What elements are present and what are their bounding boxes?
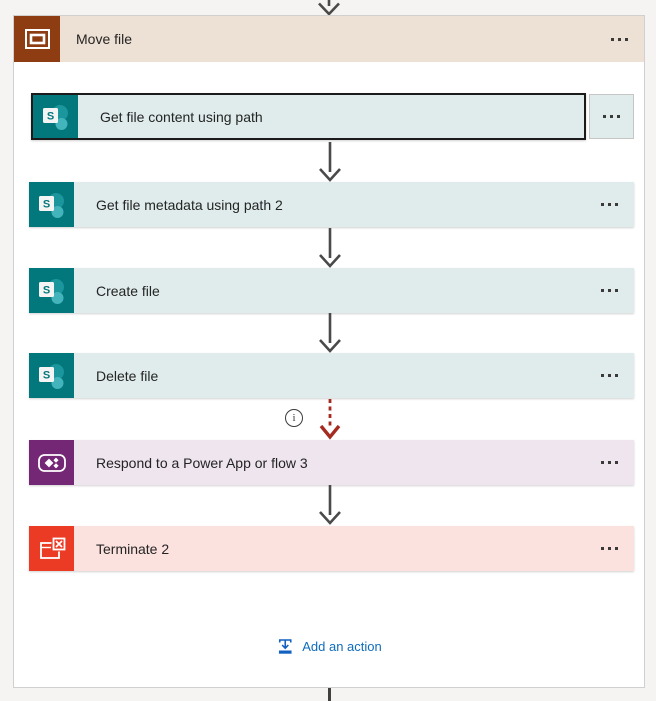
action-menu-button[interactable] xyxy=(599,455,620,470)
scope-icon xyxy=(14,16,60,62)
action-menu-button[interactable] xyxy=(599,541,620,556)
action-title: Terminate 2 xyxy=(96,540,170,557)
info-icon[interactable]: i xyxy=(285,409,303,427)
svg-text:S: S xyxy=(46,110,53,122)
action-card-create-file[interactable]: S Create file xyxy=(29,268,634,313)
action-title: Respond to a Power App or flow 3 xyxy=(96,454,308,471)
scope-move-file: Move file S Get file content using path xyxy=(13,15,645,688)
info-glyph: i xyxy=(292,411,296,424)
sharepoint-icon: S xyxy=(29,353,74,398)
action-menu-button[interactable] xyxy=(589,94,634,139)
scope-title-bar: Move file xyxy=(60,16,644,62)
action-title: Get file metadata using path 2 xyxy=(96,196,283,213)
scope-header[interactable]: Move file xyxy=(14,16,644,62)
powerapps-icon xyxy=(29,440,74,485)
connector-arrow-icon xyxy=(319,313,341,353)
action-menu-button[interactable] xyxy=(599,368,620,383)
connector-arrow-icon xyxy=(319,228,341,268)
scope-menu-button[interactable] xyxy=(609,32,630,47)
ellipsis-icon xyxy=(601,109,622,124)
add-action-button[interactable]: Add an action xyxy=(276,638,382,655)
sharepoint-icon: S xyxy=(33,95,78,138)
action-card-respond-to-a-power-app-or-flow-3[interactable]: Respond to a Power App or flow 3 xyxy=(29,440,634,485)
action-card-terminate-2[interactable]: Terminate 2 xyxy=(29,526,634,571)
action-title: Get file content using path xyxy=(100,108,263,125)
outgoing-connector-line xyxy=(328,688,331,701)
action-menu-button[interactable] xyxy=(599,283,620,298)
add-action-label: Add an action xyxy=(302,639,382,654)
action-title: Delete file xyxy=(96,367,159,384)
scope-title: Move file xyxy=(76,31,133,47)
sharepoint-icon: S xyxy=(29,182,74,227)
action-menu-button[interactable] xyxy=(599,197,620,212)
sharepoint-icon: S xyxy=(29,268,74,313)
action-card-get-file-content-using-path[interactable]: S Get file content using path xyxy=(31,93,586,140)
action-card-delete-file[interactable]: S Delete file xyxy=(29,353,634,398)
terminate-icon xyxy=(29,526,74,571)
connector-arrow-icon xyxy=(319,485,341,525)
svg-text:S: S xyxy=(42,198,49,210)
svg-text:S: S xyxy=(42,369,49,381)
run-after-dashed-arrow-icon xyxy=(319,399,341,440)
svg-text:S: S xyxy=(42,284,49,296)
add-action-icon xyxy=(278,639,292,654)
action-title: Create file xyxy=(96,282,160,299)
connector-arrow-icon xyxy=(319,142,341,182)
incoming-arrow-icon xyxy=(318,0,340,16)
action-card-get-file-metadata-using-path-2[interactable]: S Get file metadata using path 2 xyxy=(29,182,634,227)
